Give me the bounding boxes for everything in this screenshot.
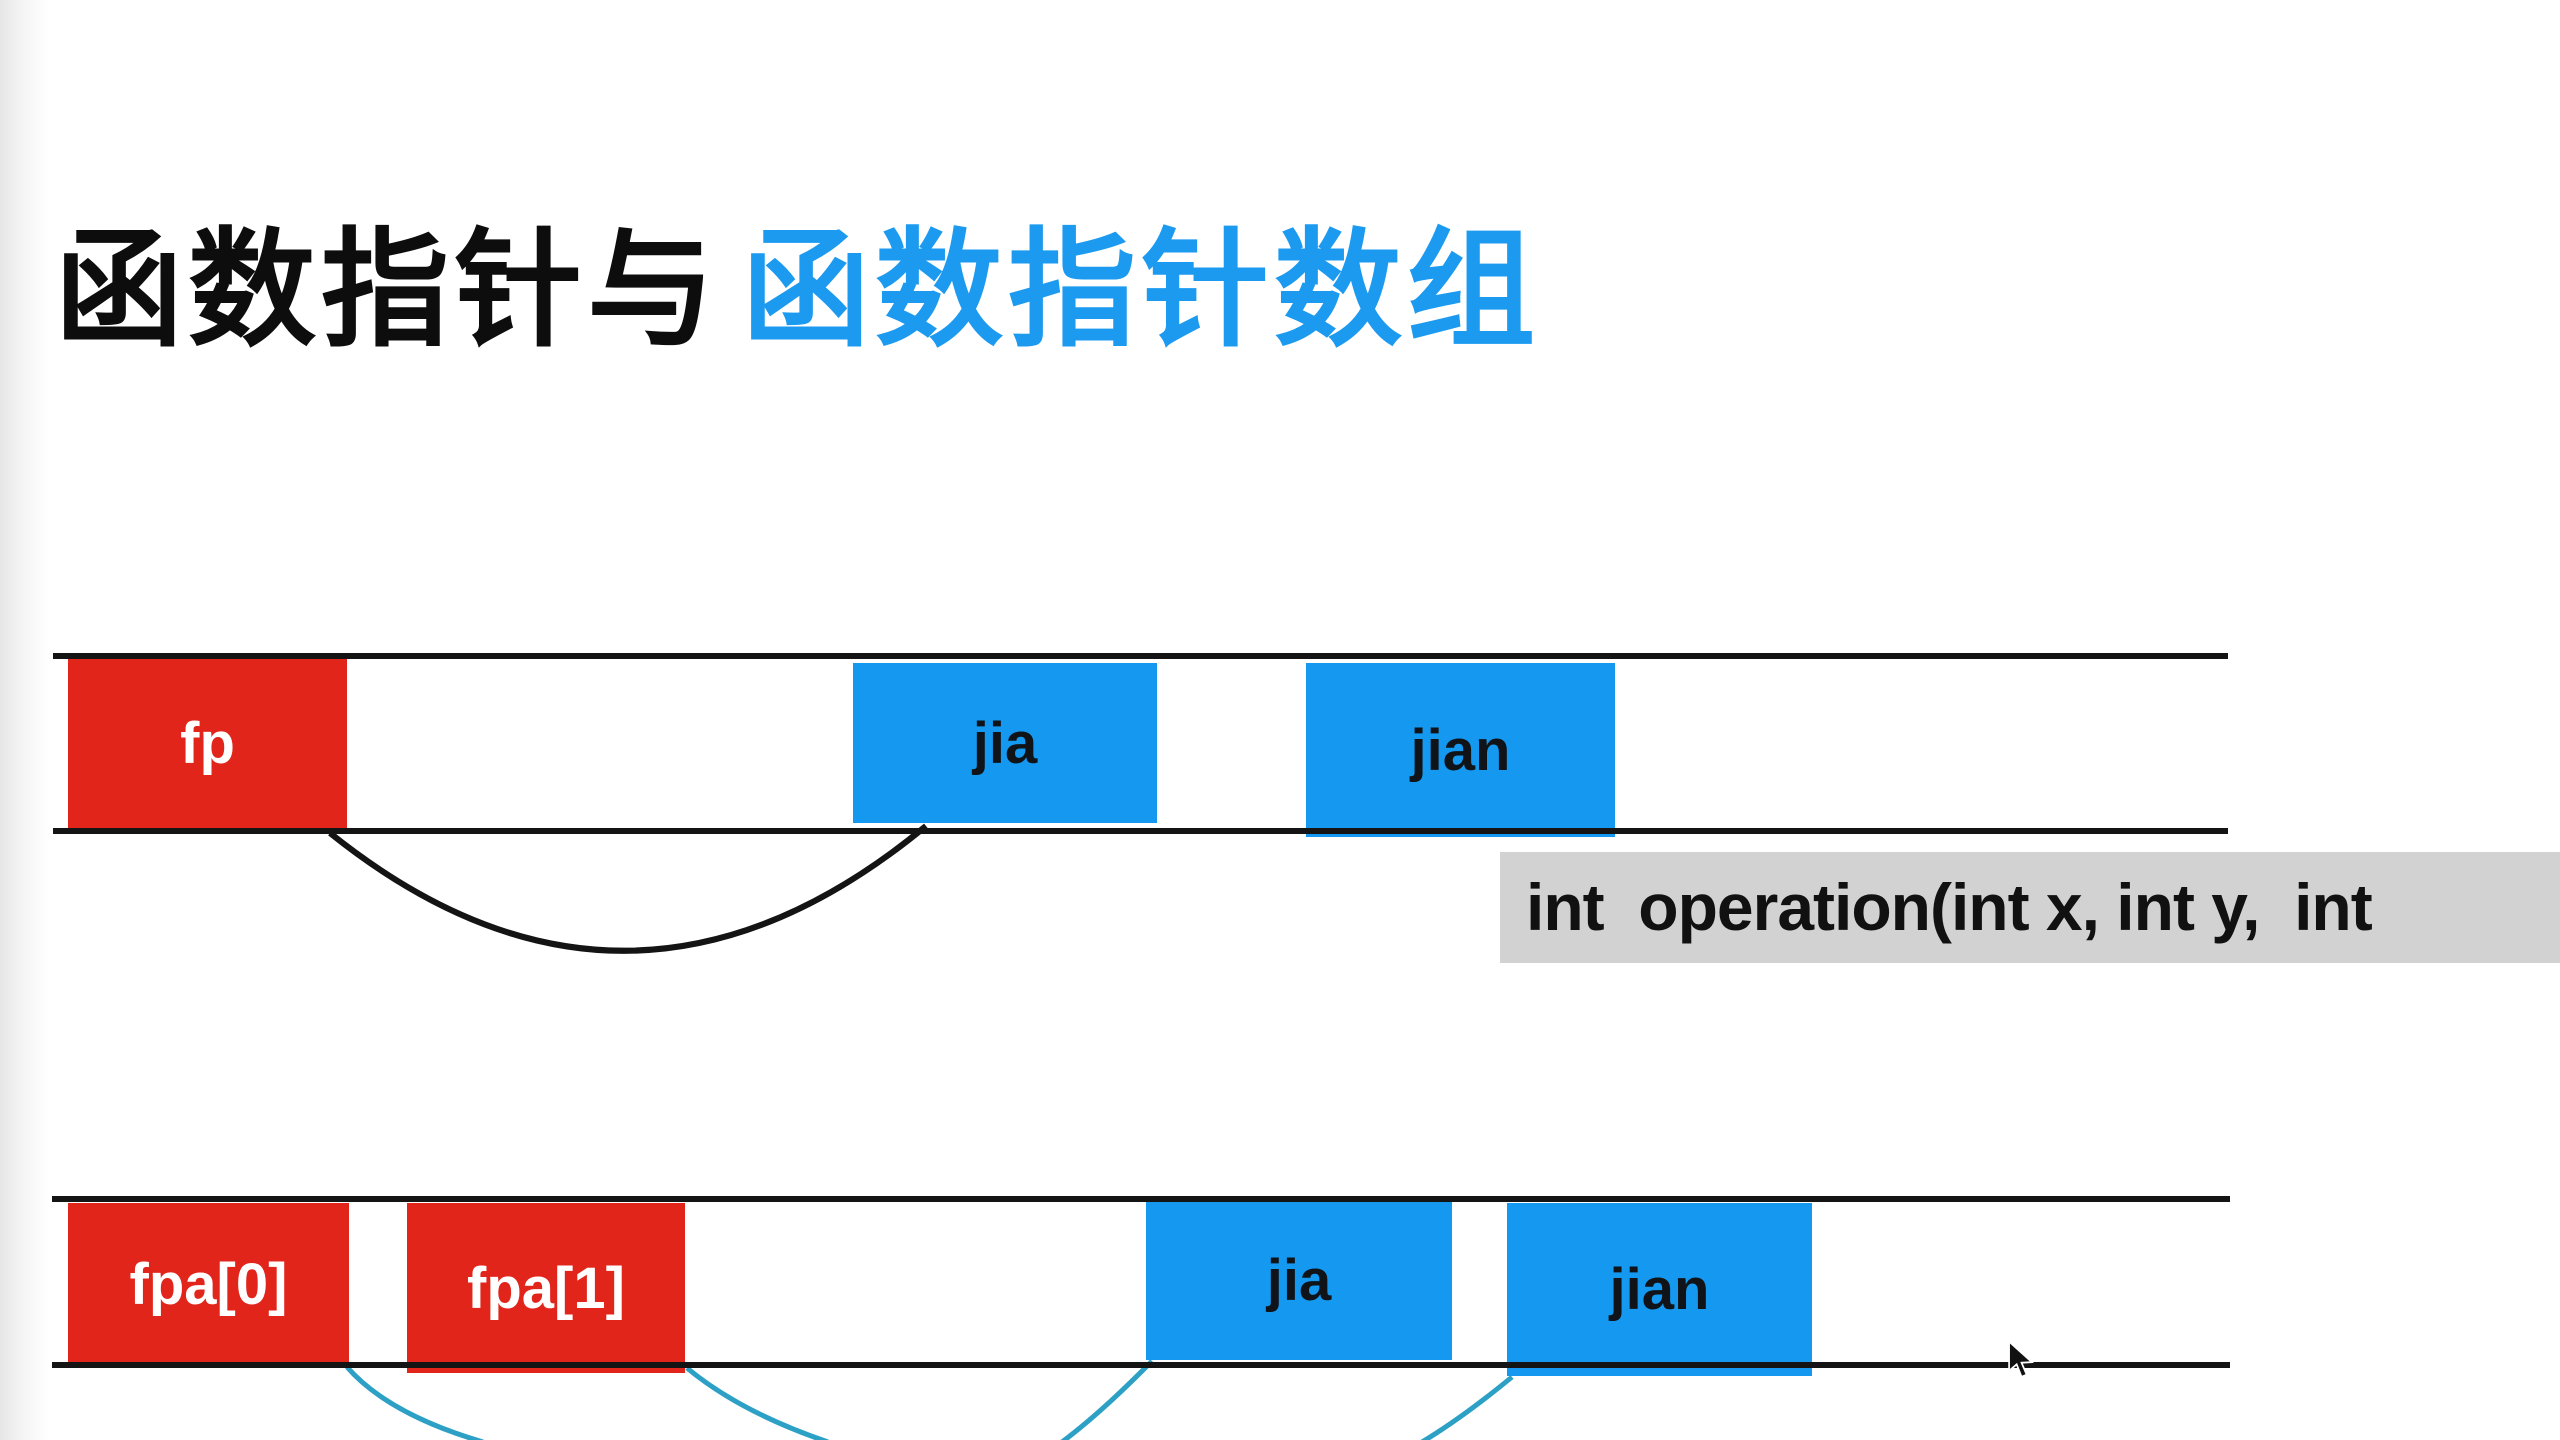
fpa1-pointer-curve — [685, 1366, 829, 1440]
page-title: 函数指针与函数指针数组 — [55, 186, 1540, 371]
arrow-cursor-shape — [2008, 1339, 2034, 1378]
cell-label: fpa[1] — [467, 1255, 625, 1321]
memory-cell-fp: fp — [68, 658, 347, 828]
jia2-pointer-curve — [1060, 1359, 1154, 1440]
arrow-cursor-icon — [2008, 1339, 2034, 1380]
fpa0-pointer-curve — [345, 1365, 484, 1440]
jian2-pointer-curve — [1420, 1375, 1514, 1440]
memory-cell-jia-1: jia — [853, 663, 1157, 823]
memory-cell-jian-2: jian — [1507, 1203, 1812, 1376]
memory-cell-jian-1: jian — [1306, 663, 1615, 837]
cell-label: jia — [1266, 1248, 1332, 1313]
memory-cell-fpa0: fpa[0] — [68, 1203, 349, 1365]
code-annotation-box: int operation(int x, int y, int — [1500, 852, 2560, 963]
memory-cell-jia-2: jia — [1146, 1201, 1452, 1360]
title-segment-blue: 函数指针数组 — [742, 219, 1541, 362]
band2-bottom-line — [52, 1362, 2230, 1368]
cell-label: fpa[0] — [129, 1251, 288, 1317]
code-annotation-text: int operation(int x, int y, int — [1526, 870, 2373, 944]
band1-bottom-line — [53, 828, 2228, 834]
cell-label: jian — [1410, 717, 1511, 783]
title-segment-black: 函数指针与 — [55, 219, 721, 362]
band1-top-line — [53, 653, 2228, 659]
cell-label: jia — [972, 710, 1038, 776]
left-edge-shade — [0, 0, 48, 1440]
cell-label: jian — [1609, 1257, 1710, 1322]
memory-cell-fpa1: fpa[1] — [407, 1203, 685, 1373]
cell-label: fp — [180, 710, 235, 776]
band2-top-line — [52, 1196, 2230, 1202]
fp-to-jia-curve — [328, 823, 928, 954]
